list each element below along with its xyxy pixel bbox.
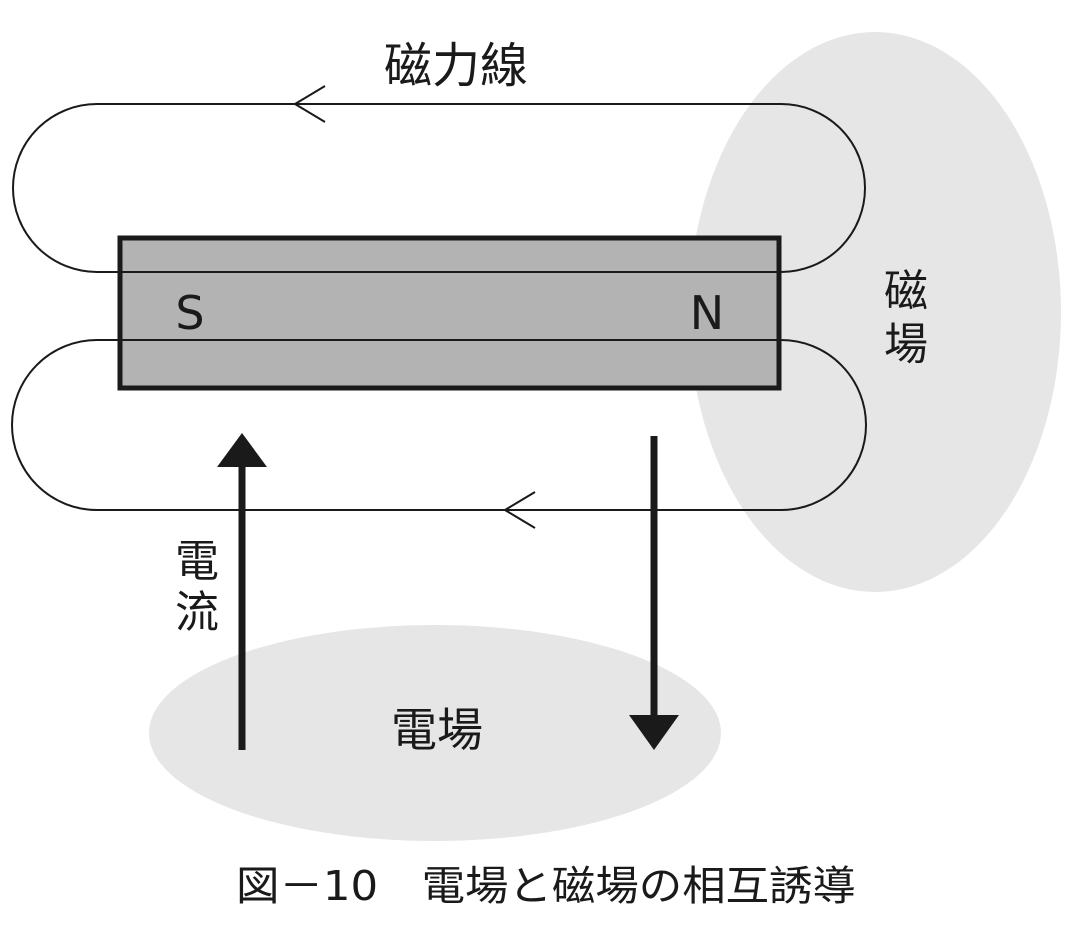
figure-caption: 図－10 電場と磁場の相互誘導 [236, 862, 856, 910]
field-line-lower [11, 339, 867, 511]
current-label-char-1: 電 [175, 536, 219, 587]
current-label-char-2: 流 [175, 587, 219, 638]
magnetic-field-region [689, 32, 1061, 592]
current-arrow-down-head-icon [629, 715, 679, 750]
field-line-arrow-lower-icon [503, 491, 536, 529]
field-line-upper [12, 103, 866, 273]
north-pole-label: N [690, 286, 724, 340]
magnetic-field-label-char-1: 磁 [884, 266, 928, 317]
magnetic-field-label-char-2: 場 [884, 319, 928, 370]
current-arrow-up-head-icon [217, 433, 267, 467]
field-lines-label: 磁力線 [384, 38, 528, 94]
electric-field-region [149, 625, 721, 841]
south-pole-label: S [175, 286, 204, 340]
electric-field-label: 電場 [391, 703, 483, 757]
field-line-arrow-upper-icon [293, 85, 326, 123]
bar-magnet [117, 235, 782, 391]
